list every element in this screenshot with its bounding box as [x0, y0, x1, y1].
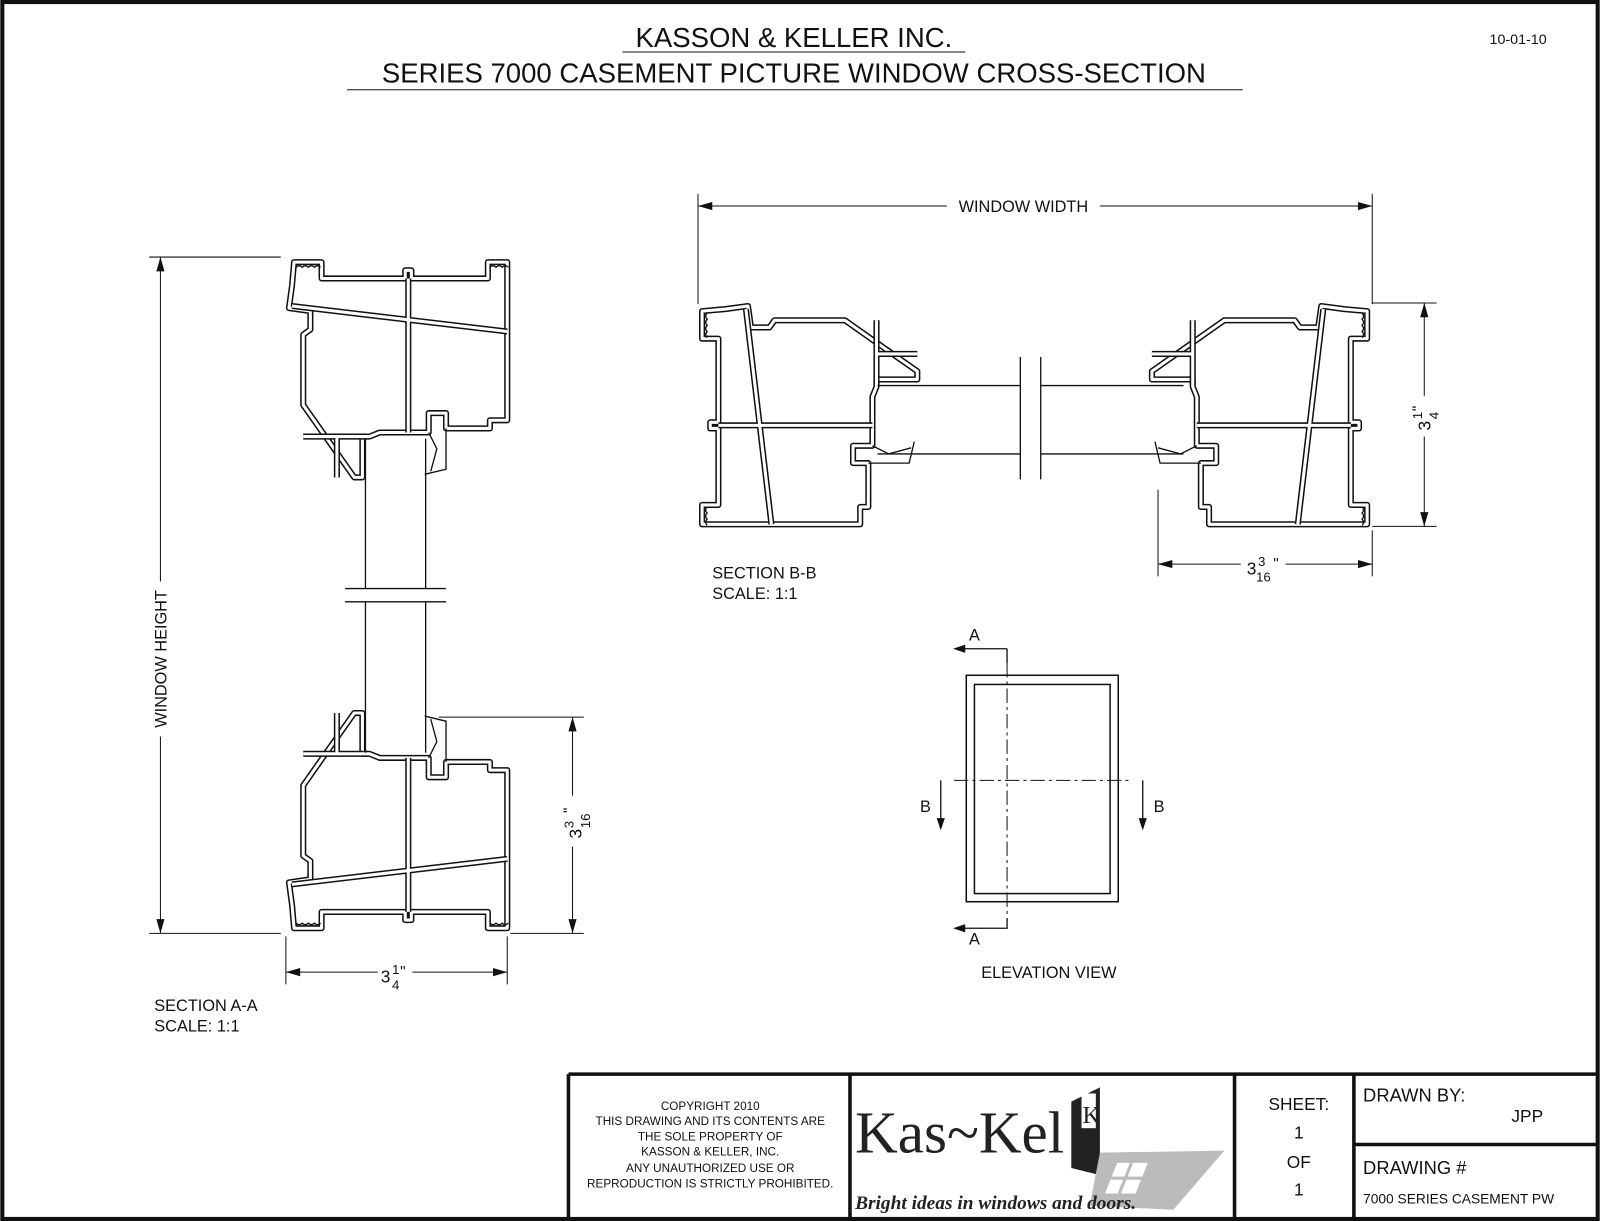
svg-text:16: 16 — [1256, 569, 1271, 584]
svg-text:": " — [1410, 406, 1427, 411]
svg-text:REPRODUCTION IS STRICTLY PROHI: REPRODUCTION IS STRICTLY PROHIBITED. — [587, 1177, 833, 1190]
svg-text:": " — [1273, 556, 1278, 573]
left-jamb-profile — [702, 306, 917, 525]
right-jamb-profile — [1152, 306, 1367, 525]
svg-text:4: 4 — [1427, 412, 1442, 419]
section-b-height-dim: 3 1 4 " — [1410, 406, 1441, 431]
copyright-notice: COPYRIGHT 2010 THIS DRAWING AND ITS CONT… — [587, 1100, 833, 1191]
svg-text:ANY UNAUTHORIZED USE OR: ANY UNAUTHORIZED USE OR — [626, 1162, 794, 1175]
svg-text:3: 3 — [1258, 554, 1265, 569]
section-a-label: SECTION A-A — [154, 997, 257, 1015]
svg-text:3: 3 — [1414, 421, 1434, 431]
svg-text:COPYRIGHT 2010: COPYRIGHT 2010 — [661, 1100, 760, 1113]
kaskel-logo: Kas~Kel K Bright ideas in windows and do… — [854, 1087, 1225, 1214]
svg-text:K: K — [1083, 1102, 1101, 1129]
cut-b-right: B — [1154, 798, 1165, 816]
drawing-number-label: DRAWING # — [1363, 1157, 1467, 1178]
sheet-total: 1 — [1294, 1179, 1304, 1199]
svg-text:3: 3 — [566, 829, 586, 839]
sheet-of: OF — [1287, 1152, 1311, 1172]
window-width-label: WINDOW WIDTH — [959, 198, 1089, 216]
company-title: KASSON & KELLER INC. — [636, 22, 953, 53]
section-a-scale: SCALE: 1:1 — [154, 1017, 239, 1035]
svg-text:": " — [400, 964, 405, 981]
svg-text:Kas~Kel: Kas~Kel — [855, 1100, 1064, 1166]
section-a-depth-dim: 3 3 16 " — [562, 808, 593, 839]
sill-profile — [289, 713, 508, 928]
svg-text:3: 3 — [562, 821, 577, 828]
glass-pane — [345, 438, 447, 753]
drawing-date: 10-01-10 — [1490, 32, 1547, 48]
drawn-by-label: DRAWN BY: — [1363, 1085, 1465, 1106]
drawn-by-value: JPP — [1511, 1106, 1543, 1126]
sheet-number: 1 — [1294, 1122, 1304, 1142]
section-a-width-dim: 3 1 4 " — [381, 962, 406, 992]
drawing-title: SERIES 7000 CASEMENT PICTURE WINDOW CROS… — [382, 58, 1206, 89]
svg-text:1: 1 — [392, 962, 399, 977]
section-b-depth-dim: 3 3 16 " — [1247, 554, 1279, 584]
tagline: Bright ideas in windows and doors. — [854, 1193, 1136, 1214]
elevation-label: ELEVATION VIEW — [981, 964, 1117, 982]
glass-pane-b — [877, 357, 1184, 480]
section-a-a: WINDOW HEIGHT 3 3 16 " 3 1 4 " SECTION A… — [149, 256, 593, 1035]
window-height-label: WINDOW HEIGHT — [153, 590, 171, 728]
cut-a-bottom: A — [969, 931, 980, 949]
cut-a-top: A — [969, 627, 980, 645]
sheet-label: SHEET: — [1268, 1094, 1329, 1114]
svg-text:THIS DRAWING AND ITS CONTENTS: THIS DRAWING AND ITS CONTENTS ARE — [596, 1115, 826, 1128]
section-b-scale: SCALE: 1:1 — [712, 585, 797, 603]
drawing-number-value: 7000 SERIES CASEMENT PW — [1363, 1192, 1554, 1207]
svg-text:16: 16 — [578, 814, 593, 829]
cut-b-left: B — [920, 798, 931, 816]
svg-text:3: 3 — [1247, 558, 1257, 578]
svg-text:4: 4 — [392, 977, 399, 992]
svg-text:3: 3 — [381, 966, 391, 986]
svg-text:KASSON & KELLER, INC.: KASSON & KELLER, INC. — [641, 1146, 779, 1159]
svg-text:THE SOLE PROPERTY OF: THE SOLE PROPERTY OF — [638, 1130, 783, 1143]
title-block: COPYRIGHT 2010 THIS DRAWING AND ITS CONT… — [566, 1072, 1598, 1219]
elevation-view: A A B B ELEVATION VIEW — [920, 627, 1165, 983]
section-b-label: SECTION B-B — [712, 564, 816, 582]
head-profile — [289, 262, 508, 477]
svg-text:": " — [562, 808, 579, 813]
svg-text:1: 1 — [1410, 412, 1425, 419]
section-b-b: WINDOW WIDTH 3 1 4 " 3 3 16 " SECTION B-… — [697, 193, 1442, 603]
